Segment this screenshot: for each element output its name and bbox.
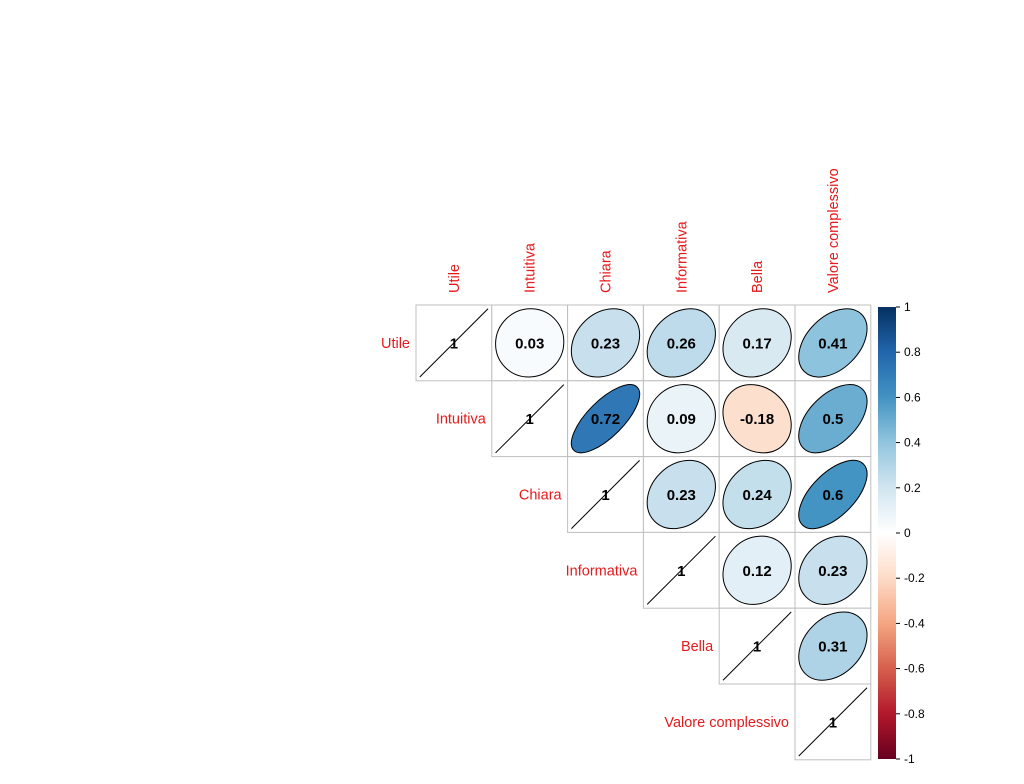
col-label-utile: Utile bbox=[447, 264, 463, 293]
row-labels: UtileIntuitivaChiaraInformativaBellaValo… bbox=[381, 336, 789, 731]
cell-utile-chiara: 0.23 bbox=[567, 304, 644, 382]
cell-chiara-informativa: 0.23 bbox=[642, 456, 720, 533]
col-label-intuitiva: Intuitiva bbox=[523, 242, 539, 293]
cell-utile-bella: 0.17 bbox=[718, 304, 796, 382]
ellipse-mark bbox=[571, 460, 640, 529]
col-label-informativa: Informativa bbox=[674, 220, 690, 293]
ellipse-mark bbox=[722, 459, 792, 530]
cell-utile-utile: 1 bbox=[415, 304, 493, 382]
cell-bella-bella: 1 bbox=[718, 607, 796, 685]
colorbar-tick-label: 0 bbox=[904, 526, 911, 540]
colorbar-gradient bbox=[878, 307, 896, 759]
colorbar-tick-label: -0.6 bbox=[904, 662, 925, 676]
ellipse-mark bbox=[722, 535, 792, 605]
cell-informativa-valore-complessivo: 0.23 bbox=[794, 531, 872, 609]
col-label-chiara: Chiara bbox=[599, 249, 615, 293]
cell-valore-complessivo-valore-complessivo: 1 bbox=[794, 683, 872, 761]
row-label-informativa: Informativa bbox=[566, 563, 639, 579]
row-label-chiara: Chiara bbox=[519, 488, 563, 504]
colorbar-tick-label: -0.2 bbox=[904, 571, 925, 585]
row-label-intuitiva: Intuitiva bbox=[436, 412, 487, 428]
value-label: 0.03 bbox=[515, 335, 544, 352]
value-label: 0.17 bbox=[742, 335, 771, 352]
value-label: 0.72 bbox=[591, 411, 620, 428]
colorbar-tick-label: -1 bbox=[904, 752, 915, 766]
ellipse-mark bbox=[646, 535, 716, 605]
cell-intuitiva-informativa: 0.09 bbox=[642, 380, 720, 458]
ellipse-mark bbox=[570, 384, 641, 454]
ellipse-mark bbox=[798, 459, 868, 530]
cell-chiara-valore-complessivo: 0.6 bbox=[794, 456, 872, 533]
cell-intuitiva-intuitiva: 1 bbox=[491, 380, 569, 458]
value-label: 0.12 bbox=[742, 563, 771, 580]
value-label: 0.24 bbox=[742, 487, 772, 504]
value-label: 0.6 bbox=[822, 487, 843, 504]
cell-utile-intuitiva: 0.03 bbox=[491, 304, 569, 382]
colorbar-tick-label: -0.4 bbox=[904, 616, 925, 630]
value-label: 1 bbox=[450, 335, 458, 352]
ellipse-mark bbox=[495, 384, 565, 454]
value-label: 1 bbox=[753, 639, 761, 656]
cell-intuitiva-valore-complessivo: 0.5 bbox=[794, 380, 872, 458]
color-legend: 1 0.8 0.6 0.4 0.2 0 -0.2 -0.4 -0.6 -0.8 -1 bbox=[878, 300, 925, 766]
cell-informativa-informativa: 1 bbox=[642, 531, 720, 609]
value-label: -0.18 bbox=[740, 411, 774, 428]
value-label: 0.41 bbox=[818, 335, 847, 352]
colorbar-tick-label: 0.4 bbox=[904, 436, 921, 450]
ellipse-mark bbox=[798, 384, 868, 454]
ellipse-mark bbox=[419, 308, 489, 378]
value-label: 0.31 bbox=[818, 639, 847, 656]
matrix-grid: 1 0.03 0.23 0.26 0.17 0.41 1 0.72 0.09 -0.18 0.5 1 0… bbox=[415, 304, 872, 761]
value-label: 0.09 bbox=[667, 411, 696, 428]
colorbar-tick-label: 1 bbox=[904, 300, 911, 314]
cell-bella-valore-complessivo: 0.31 bbox=[794, 607, 872, 685]
colorbar-tick-label: -0.8 bbox=[904, 707, 925, 721]
ellipse-mark bbox=[798, 535, 868, 605]
ellipse-mark bbox=[722, 384, 792, 454]
value-label: 1 bbox=[677, 563, 685, 580]
colorbar-tick-label: 0.6 bbox=[904, 390, 921, 404]
ellipse-mark bbox=[646, 459, 716, 530]
cell-intuitiva-chiara: 0.72 bbox=[567, 380, 644, 458]
value-label: 0.23 bbox=[667, 487, 696, 504]
cell-informativa-bella: 0.12 bbox=[718, 531, 796, 609]
cell-chiara-chiara: 1 bbox=[567, 456, 644, 533]
ellipse-mark bbox=[646, 308, 716, 378]
cell-utile-informativa: 0.26 bbox=[642, 304, 720, 382]
ellipse-mark bbox=[570, 308, 641, 378]
value-label: 0.23 bbox=[818, 563, 847, 580]
ellipse-mark bbox=[798, 308, 868, 378]
ellipse-mark bbox=[722, 611, 792, 681]
col-label-bella: Bella bbox=[750, 260, 766, 293]
row-label-bella: Bella bbox=[681, 639, 714, 655]
cell-intuitiva-bella: -0.18 bbox=[718, 380, 796, 458]
ellipse-mark bbox=[722, 308, 792, 378]
cell-utile-valore-complessivo: 0.41 bbox=[794, 304, 872, 382]
col-label-valore-complessivo: Valore complessivo bbox=[826, 168, 842, 293]
ellipse-mark bbox=[798, 687, 868, 757]
row-label-valore-complessivo: Valore complessivo bbox=[664, 715, 789, 731]
value-label: 0.5 bbox=[822, 411, 843, 428]
value-label: 1 bbox=[601, 487, 609, 504]
cell-chiara-bella: 0.24 bbox=[718, 456, 796, 533]
value-label: 0.26 bbox=[667, 335, 696, 352]
ellipse-mark bbox=[646, 384, 716, 454]
colorbar-tick-label: 0.2 bbox=[904, 481, 921, 495]
colorbar-tick-label: 0.8 bbox=[904, 345, 921, 359]
ellipse-mark bbox=[798, 611, 868, 681]
row-label-utile: Utile bbox=[381, 336, 410, 352]
ellipse-mark bbox=[495, 308, 565, 378]
value-label: 0.23 bbox=[591, 335, 620, 352]
value-label: 1 bbox=[829, 714, 837, 731]
value-label: 1 bbox=[526, 411, 534, 428]
